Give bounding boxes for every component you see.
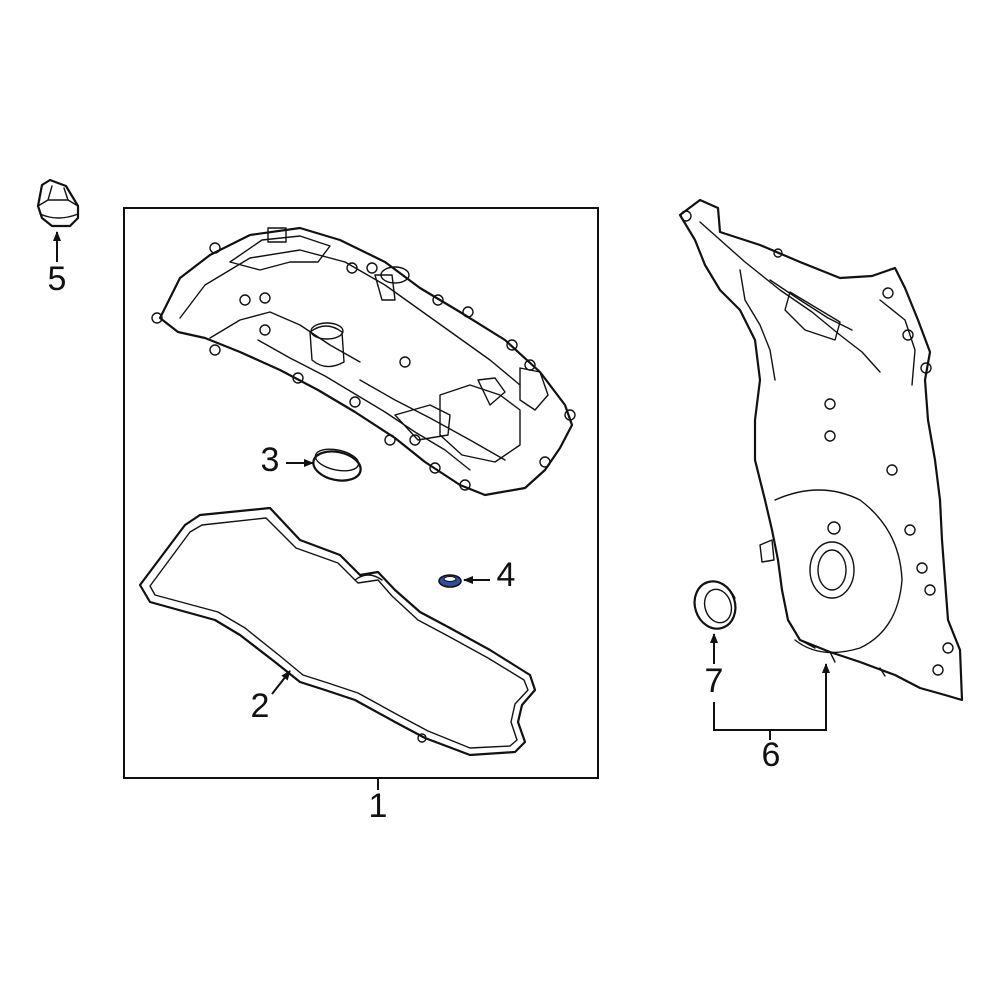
leader-6-bracket <box>713 702 827 731</box>
oil-filler-cap[interactable] <box>36 178 80 228</box>
crankshaft-front-seal[interactable] <box>689 576 742 634</box>
valve-cover-gasket[interactable] <box>138 506 537 757</box>
callout-5: 5 <box>48 260 67 298</box>
oil-filler-seal-ring[interactable] <box>311 446 364 485</box>
callout-3: 3 <box>261 441 280 479</box>
callout-1: 1 <box>369 787 388 825</box>
small-seal-ring[interactable] <box>438 574 462 588</box>
callout-7: 7 <box>705 662 724 700</box>
timing-cover[interactable] <box>678 198 964 702</box>
callout-6: 6 <box>762 736 781 774</box>
callout-4: 4 <box>497 556 516 594</box>
callout-2: 2 <box>251 687 270 725</box>
valve-cover-assembly-box <box>123 207 599 779</box>
leader-2 <box>271 670 291 695</box>
valve-cover[interactable] <box>151 226 576 497</box>
